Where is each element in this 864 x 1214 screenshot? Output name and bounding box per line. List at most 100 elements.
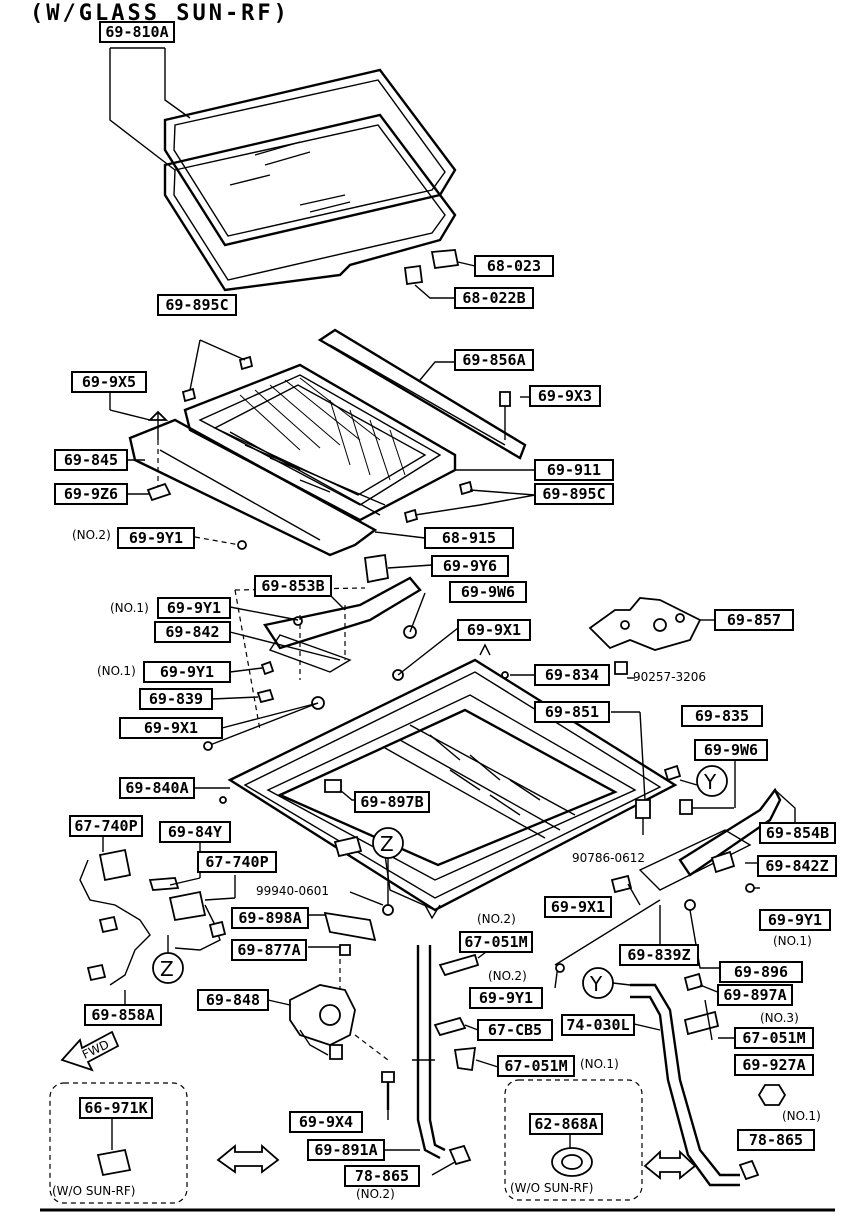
part-label-69-858a: 69-858A [84, 1004, 162, 1026]
part-label-67-740p: 67-740P [69, 815, 143, 837]
callout-y-lower: Y [582, 967, 614, 999]
part-label-text: 66-971K [84, 1099, 147, 1117]
part-label-69-9y1: 69-9Y1 [117, 527, 195, 549]
part-label-text: 67-051M [504, 1057, 567, 1075]
note-no2-a: (NO.2) [72, 528, 111, 542]
double-arrow-right [643, 1149, 697, 1180]
part-label-text: 69-9Y1 [768, 911, 822, 929]
part-label-text: 69-848 [206, 991, 260, 1009]
note-no2-c: (NO.2) [488, 969, 527, 983]
glass-panel-drawing [163, 68, 457, 292]
part-label-69-9w6: 69-9W6 [694, 739, 768, 761]
part-label-69-9x1: 69-9X1 [544, 896, 612, 918]
part-label-text: 69-877A [237, 941, 300, 959]
part-label-text: 69-897B [360, 793, 423, 811]
part-label-69-9y6: 69-9Y6 [431, 555, 509, 577]
callout-y-upper: Y [696, 765, 728, 797]
part-label-text: 69-895C [165, 296, 228, 314]
part-label-69-877a: 69-877A [231, 939, 307, 961]
note-no1-e: (NO.1) [782, 1109, 821, 1123]
note-no1-a: (NO.1) [110, 601, 149, 615]
wire-harness-drawing [79, 848, 227, 986]
note-wo-sunrf-left: (W/O SUN-RF) [52, 1184, 135, 1198]
part-label-text: 69-9Z6 [64, 485, 118, 503]
part-label-69-9y1: 69-9Y1 [469, 987, 543, 1009]
cable-drawing [323, 911, 377, 942]
part-label-68-022b: 68-022B [454, 287, 534, 309]
wo-sunrf-box-right [504, 1079, 643, 1201]
part-label-69-898a: 69-898A [231, 907, 309, 929]
rear-bracket-drawing [588, 597, 702, 651]
drain-hose-rear-drawing [630, 983, 740, 1177]
part-label-text: 69-9Y1 [160, 663, 214, 681]
part-label-78-865: 78-865 [344, 1165, 420, 1187]
part-label-text: 69-854B [766, 824, 829, 842]
part-99940-0601: 99940-0601 [256, 884, 329, 898]
part-label-69-897a: 69-897A [717, 984, 793, 1006]
part-label-text: 67-740P [74, 817, 137, 835]
part-label-text: 69-842Z [765, 857, 828, 875]
part-label-text: 69-9Y6 [443, 557, 497, 575]
part-label-69-839z: 69-839Z [619, 944, 699, 966]
part-label-69-851: 69-851 [534, 701, 610, 723]
link-mechanism-right-drawing [554, 764, 782, 992]
part-label-text: 69-9X3 [538, 387, 592, 405]
part-label-69-897b: 69-897B [354, 791, 430, 813]
part-label-text: 69-840A [125, 779, 188, 797]
part-label-text: 69-897A [723, 986, 786, 1004]
part-label-text: 74-030L [566, 1016, 629, 1034]
part-label-text: 69-834 [545, 666, 599, 684]
part-label-69-9x1: 69-9X1 [457, 619, 531, 641]
part-label-text: 69-9Y1 [167, 599, 221, 617]
part-label-66-971k: 66-971K [79, 1097, 153, 1119]
part-label-69-9y1: 69-9Y1 [143, 661, 231, 683]
part-label-69-810a: 69-810A [99, 21, 175, 43]
part-label-text: 69-857 [727, 611, 781, 629]
part-label-69-857: 69-857 [714, 609, 794, 631]
note-no1-d: (NO.1) [580, 1057, 619, 1071]
part-label-text: 69-9X1 [144, 719, 198, 737]
callout-z-lower: Z [152, 952, 184, 984]
part-label-text: 69-9Y1 [129, 529, 183, 547]
part-label-text: 67-CB5 [488, 1021, 542, 1039]
part-label-text: 69-9X1 [551, 898, 605, 916]
part-label-text: 69-84Y [168, 823, 222, 841]
part-label-69-840a: 69-840A [119, 777, 195, 799]
part-label-text: 69-9X4 [299, 1113, 353, 1131]
part-label-67-051m: 67-051M [497, 1055, 575, 1077]
part-label-text: 69-898A [238, 909, 301, 927]
part-label-text: 67-051M [464, 933, 527, 951]
part-label-69-835: 69-835 [681, 705, 763, 727]
part-label-69-895c: 69-895C [534, 483, 614, 505]
part-label-text: 69-856A [462, 351, 525, 369]
part-label-69-856a: 69-856A [454, 349, 534, 371]
part-label-text: 69-842 [165, 623, 219, 641]
part-label-text: 68-915 [442, 529, 496, 547]
part-label-69-891a: 69-891A [307, 1139, 385, 1161]
part-label-text: 69-853B [261, 577, 324, 595]
part-label-text: 69-810A [105, 23, 168, 41]
part-label-text: 62-868A [534, 1115, 597, 1133]
note-no1-b: (NO.1) [97, 664, 136, 678]
wo-sunrf-box-left [49, 1082, 188, 1204]
part-label-text: 69-895C [542, 485, 605, 503]
part-label-69-9x3: 69-9X3 [529, 385, 601, 407]
part-label-68-915: 68-915 [424, 527, 514, 549]
part-label-text: 69-891A [314, 1141, 377, 1159]
part-label-text: 69-9W6 [461, 583, 515, 601]
part-label-69-9y1: 69-9Y1 [157, 597, 231, 619]
part-label-text: 67-051M [742, 1029, 805, 1047]
part-label-69-895c: 69-895C [157, 294, 237, 316]
fwd-arrow: FWD [60, 1030, 120, 1072]
part-label-69-853b: 69-853B [254, 575, 332, 597]
part-label-text: 69-896 [734, 963, 788, 981]
part-label-69-9z6: 69-9Z6 [54, 483, 128, 505]
part-label-69-911: 69-911 [534, 459, 614, 481]
part-label-78-865: 78-865 [737, 1129, 815, 1151]
sunshade-frame-drawing [183, 363, 457, 522]
part-label-69-839: 69-839 [139, 688, 213, 710]
part-label-text: 69-839 [149, 690, 203, 708]
part-label-69-854b: 69-854B [759, 822, 836, 844]
svg-text:Z: Z [380, 832, 394, 856]
part-label-69-834: 69-834 [534, 664, 610, 686]
